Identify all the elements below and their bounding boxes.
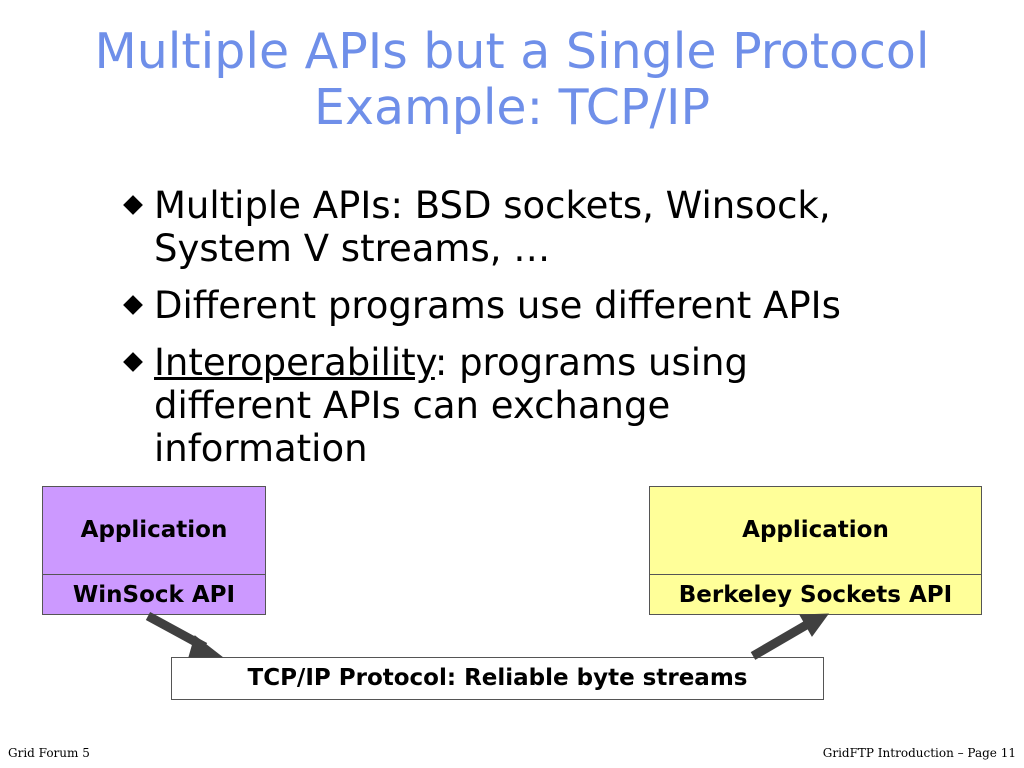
arrow-left-head <box>188 635 224 658</box>
bullet-text: Multiple APIs: BSD sockets, Winsock, Sys… <box>154 184 831 270</box>
diamond-bullet-icon <box>123 352 143 372</box>
footer-right: GridFTP Introduction – Page 11 <box>822 746 1016 760</box>
right-stack: Application Berkeley Sockets API <box>649 486 982 615</box>
slide-title: Multiple APIs but a Single Protocol Exam… <box>0 24 1024 136</box>
bullet-list: Multiple APIs: BSD sockets, Winsock, Sys… <box>120 184 960 484</box>
title-line-1: Multiple APIs but a Single Protocol <box>94 23 930 80</box>
bullet-underlined-term: Interoperability <box>154 341 435 384</box>
right-application-label: Application <box>650 487 981 575</box>
title-line-2: Example: TCP/IP <box>314 79 710 136</box>
footer-left: Grid Forum 5 <box>8 746 90 760</box>
arrow-right-shaft <box>750 620 811 660</box>
bullet-text: : programs using different APIs can exch… <box>154 341 748 470</box>
right-api-label: Berkeley Sockets API <box>678 582 953 608</box>
arrow-left-shaft <box>145 612 208 651</box>
bullet-text: Different programs use different APIs <box>154 284 841 327</box>
diamond-bullet-icon <box>123 295 143 315</box>
bullet-item: Different programs use different APIs <box>120 284 960 327</box>
arrow-right-head <box>799 613 830 637</box>
left-stack: Application WinSock API <box>42 486 266 615</box>
left-application-label: Application <box>43 487 265 575</box>
diamond-bullet-icon <box>123 195 143 215</box>
left-api-label: WinSock API <box>72 582 236 608</box>
bullet-item: Multiple APIs: BSD sockets, Winsock, Sys… <box>120 184 960 270</box>
bullet-item: Interoperability: programs using differe… <box>120 341 874 470</box>
protocol-box: TCP/IP Protocol: Reliable byte streams <box>171 657 824 700</box>
